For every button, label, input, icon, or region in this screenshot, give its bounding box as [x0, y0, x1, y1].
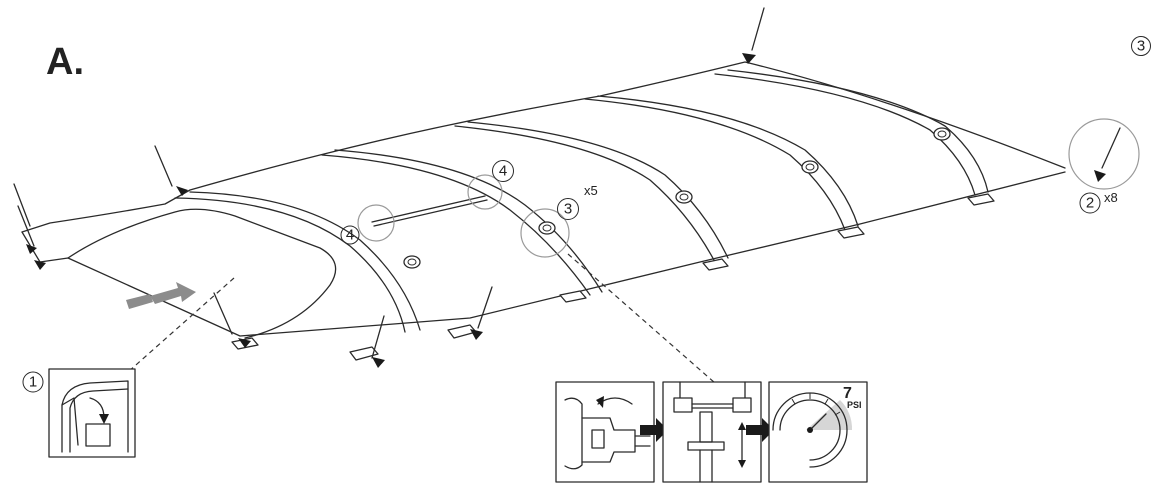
svg-text:x8: x8 — [1104, 190, 1118, 205]
detail-floor-tab: 1 — [22, 368, 136, 458]
svg-text:4: 4 — [346, 227, 354, 244]
svg-text:PSI: PSI — [847, 400, 862, 410]
callout-corner-peg: 2 x8 — [1079, 190, 1118, 214]
beam-valve — [675, 190, 693, 204]
beam-valve — [403, 255, 421, 269]
inflatable-tent — [21, 61, 1066, 361]
svg-text:3: 3 — [1137, 38, 1145, 55]
inflation-step-3-gauge-icon: 7 PSI — [768, 381, 868, 483]
svg-text:1: 1 — [29, 374, 37, 391]
push-arrow-icon — [126, 282, 196, 309]
svg-text:4: 4 — [499, 163, 507, 180]
valve-highlight — [520, 208, 570, 258]
corner-step-marker: 3 — [1131, 36, 1151, 56]
svg-text:2: 2 — [1086, 195, 1094, 212]
inflation-step-2-valve — [662, 381, 762, 483]
svg-text:3: 3 — [564, 201, 572, 218]
sleeve-highlight-right — [467, 174, 503, 210]
svg-text:7: 7 — [843, 385, 852, 402]
callout-pole-sleeve-left: 4 — [340, 225, 360, 245]
leader-floor — [127, 277, 235, 373]
beam-valve — [538, 221, 556, 235]
callout-pole-sleeve-right: 4 — [492, 160, 514, 182]
callout-valve: 3 x5 — [557, 183, 598, 220]
tent-pegs-icon — [13, 7, 1121, 368]
beam-valve — [801, 160, 819, 174]
sleeve-highlight-left — [357, 204, 395, 242]
corner-highlight — [1068, 118, 1140, 190]
inflation-step-1-connect — [555, 381, 655, 483]
beam-valve — [933, 127, 951, 141]
leader-valve — [567, 253, 716, 384]
step-arrow-icon — [640, 418, 668, 442]
svg-text:x5: x5 — [584, 183, 598, 198]
section-label: A. — [46, 41, 84, 83]
step-arrow-icon — [746, 418, 774, 442]
